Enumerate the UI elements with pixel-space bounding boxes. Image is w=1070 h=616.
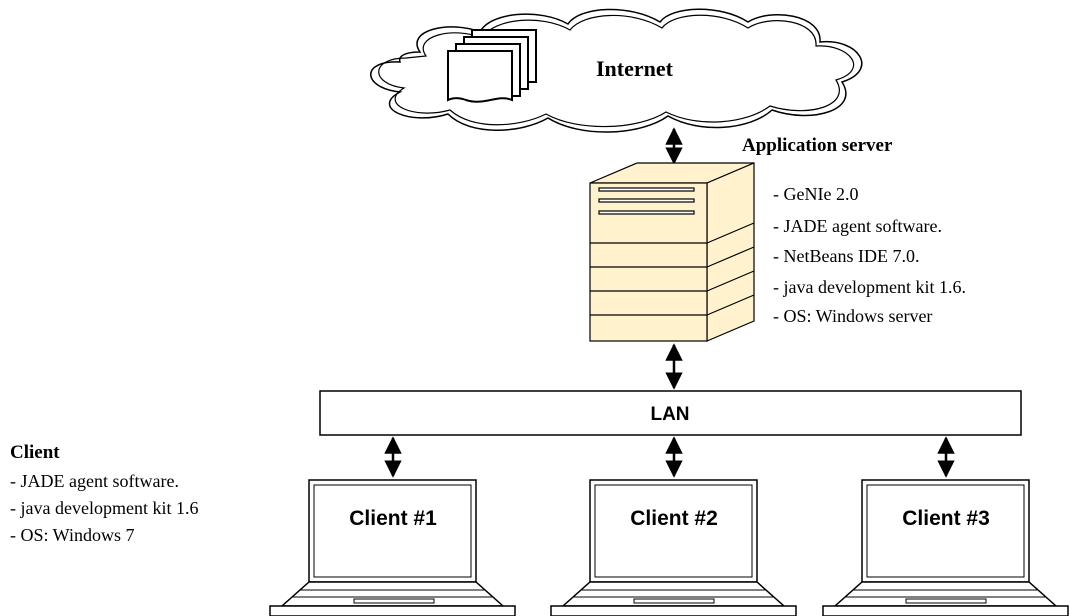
server-item: - JADE agent software. (773, 216, 942, 236)
client-2-label: Client #2 (630, 507, 718, 530)
server-item: - GeNIe 2.0 (773, 184, 858, 204)
internet-label: Internet (596, 56, 674, 81)
client-info-item: - OS: Windows 7 (10, 525, 134, 545)
lan-label: LAN (650, 404, 689, 425)
laptop-client-1 (269, 479, 516, 616)
server-icon (589, 162, 755, 342)
server-item: - NetBeans IDE 7.0. (773, 246, 919, 266)
laptop-client-2 (550, 479, 797, 616)
client-3-label: Client #3 (902, 507, 990, 530)
documents-icon (447, 29, 537, 103)
server-item: - java development kit 1.6. (773, 277, 966, 297)
client-info-list: - JADE agent software. - java developmen… (10, 471, 198, 545)
client-info-item: - JADE agent software. (10, 471, 179, 491)
server-item-list: - GeNIe 2.0 - JADE agent software. - Net… (773, 184, 966, 326)
client-1-label: Client #1 (349, 507, 437, 530)
server-title: Application server (742, 135, 893, 156)
laptop-client-3 (822, 479, 1069, 616)
client-info-item: - java development kit 1.6 (10, 498, 198, 518)
server-item: - OS: Windows server (773, 306, 932, 326)
lan-bar (319, 390, 1022, 436)
client-info-title: Client (10, 442, 60, 463)
